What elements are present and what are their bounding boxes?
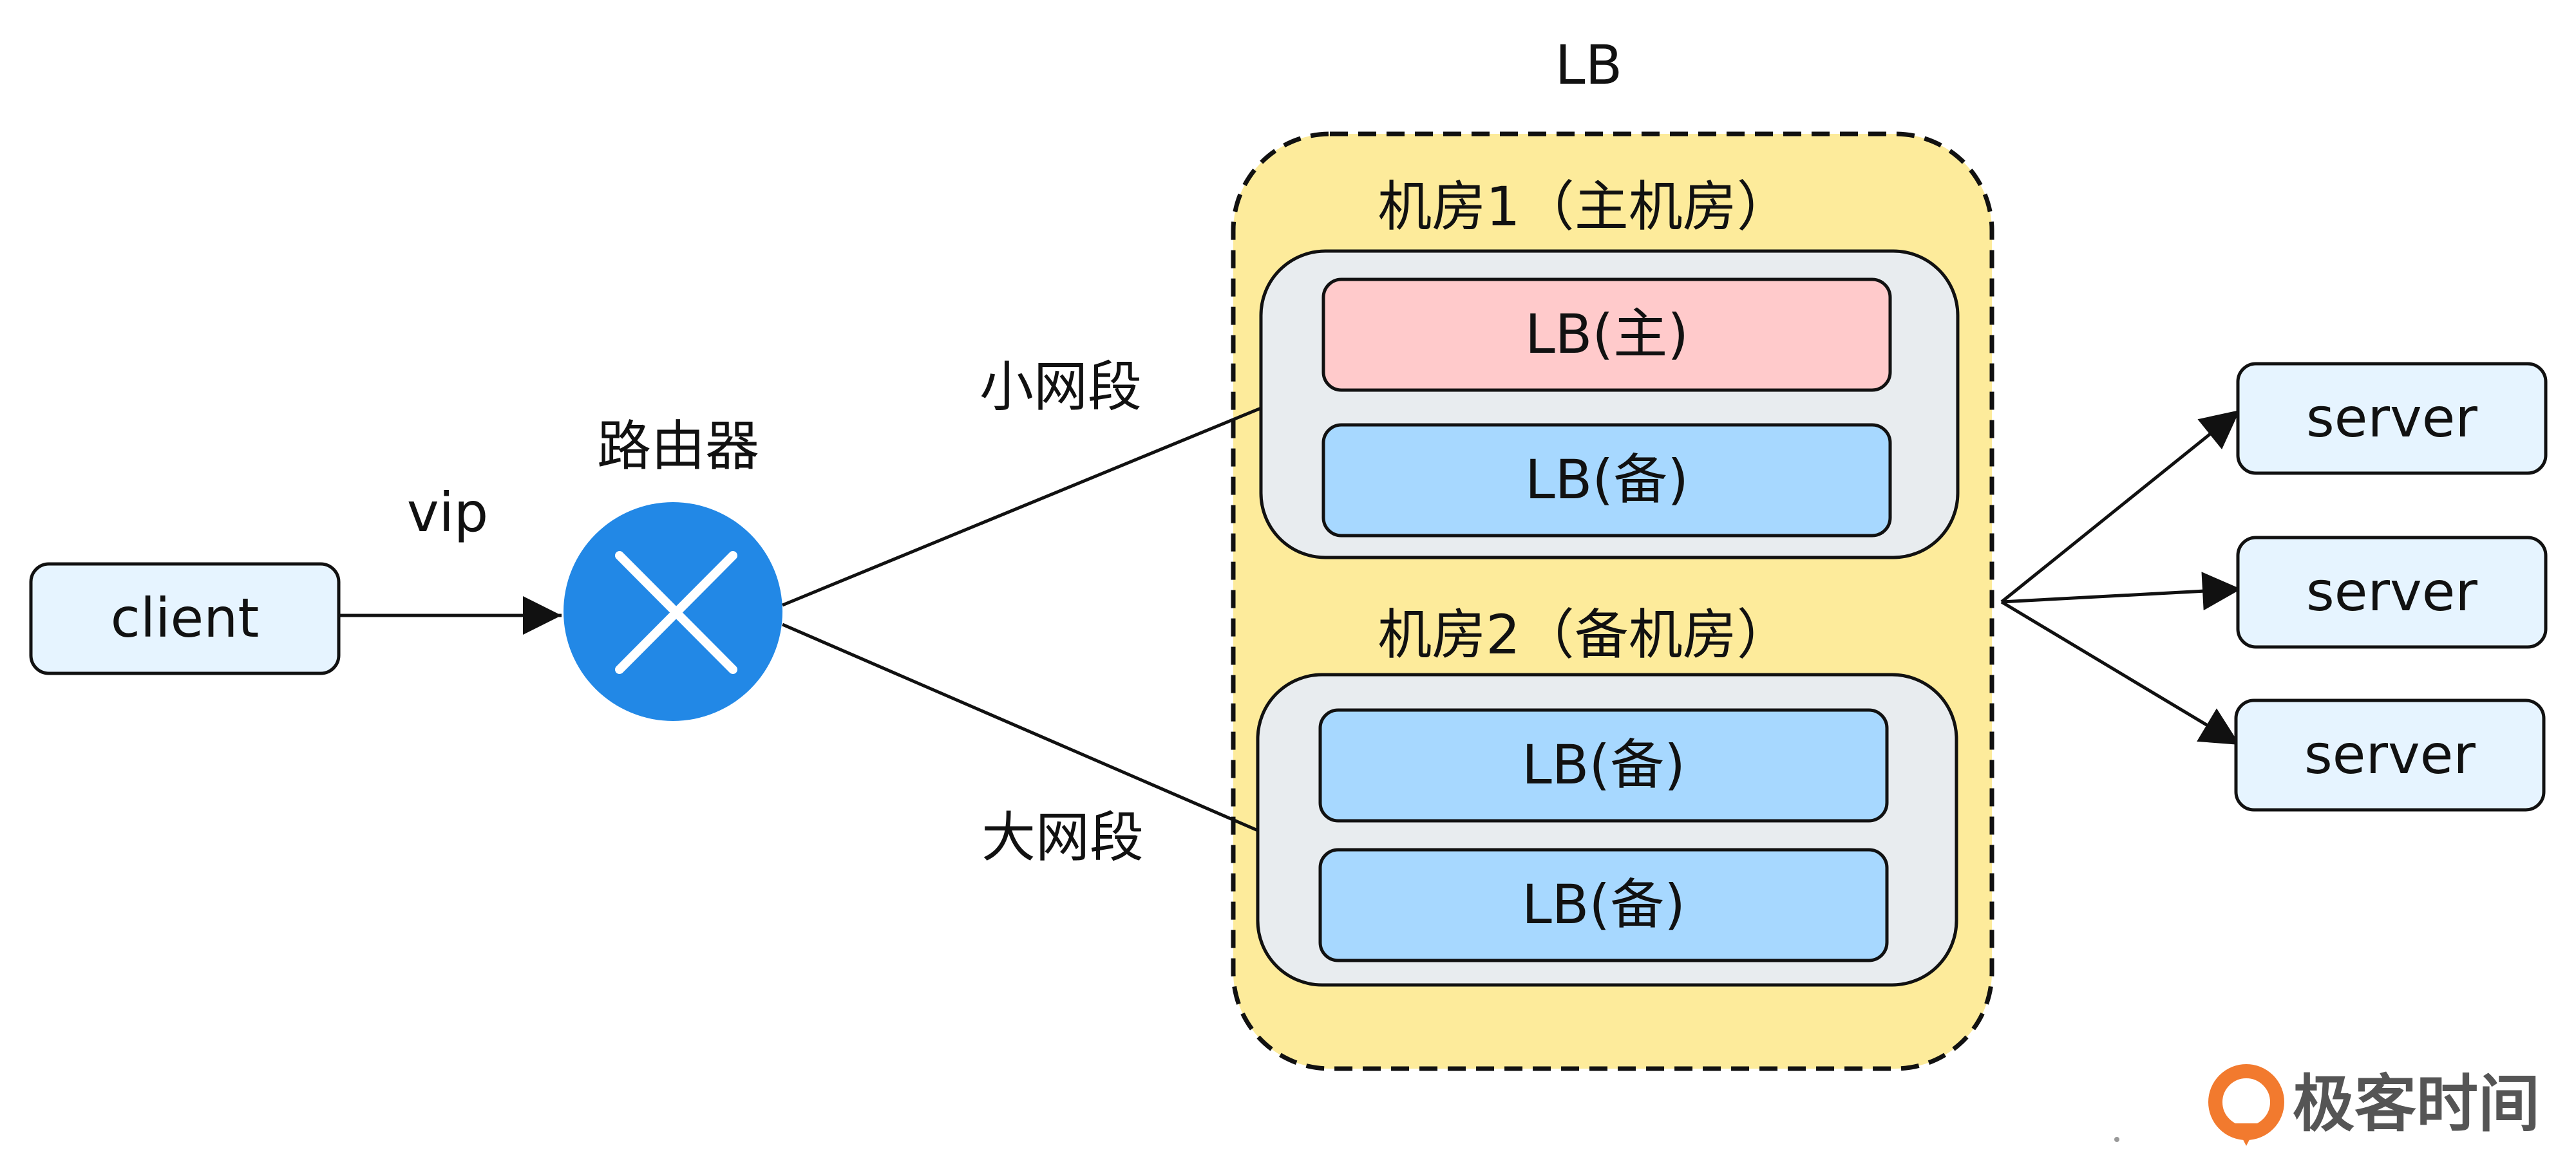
server-label-3: server — [2304, 723, 2476, 786]
watermark-logo: 极客时间 — [2208, 1064, 2540, 1146]
lb-title: LB — [1555, 33, 1622, 97]
room1-lb-primary-box — [1321, 277, 1892, 392]
room2-title: 机房2（备机房） — [1378, 603, 1790, 666]
room2-lb-standby-b-label: LB(备) — [1522, 873, 1685, 936]
room1-lb-primary-label: LB(主) — [1525, 303, 1689, 366]
server-label-2: server — [2306, 560, 2477, 623]
room1-lb-standby-box — [1321, 423, 1892, 538]
server-box-1 — [2236, 362, 2548, 475]
server-box-3 — [2234, 698, 2546, 812]
lb-to-server1-arrow — [2000, 409, 2241, 603]
vip-label: vip — [407, 481, 488, 544]
room2-lb-standby-a-label: LB(备) — [1522, 733, 1685, 796]
client-box — [29, 562, 341, 675]
room1-title: 机房1（主机房） — [1378, 175, 1790, 238]
watermark-logo-tail — [2235, 1123, 2258, 1146]
router-label: 路由器 — [597, 415, 759, 478]
room2-lb-standby-b-box — [1318, 848, 1889, 962]
decorative-dot — [2114, 1137, 2119, 1142]
client-label: client — [111, 586, 260, 650]
room1-lb-standby-label: LB(备) — [1525, 448, 1689, 511]
large-segment-label: 大网段 — [981, 806, 1144, 869]
lb-to-server2-arrow — [2001, 572, 2242, 611]
router-to-room1-line — [782, 406, 1262, 607]
lb-to-server3-arrow — [2000, 600, 2241, 747]
router-to-room2-line — [782, 623, 1258, 832]
small-segment-label: 小网段 — [980, 355, 1142, 418]
server-label-1: server — [2306, 386, 2477, 449]
server-box-2 — [2236, 536, 2548, 649]
room2-lb-standby-a-box — [1318, 708, 1889, 823]
router-cross-line-b — [615, 551, 737, 674]
watermark-text: 极客时间 — [2293, 1068, 2540, 1140]
